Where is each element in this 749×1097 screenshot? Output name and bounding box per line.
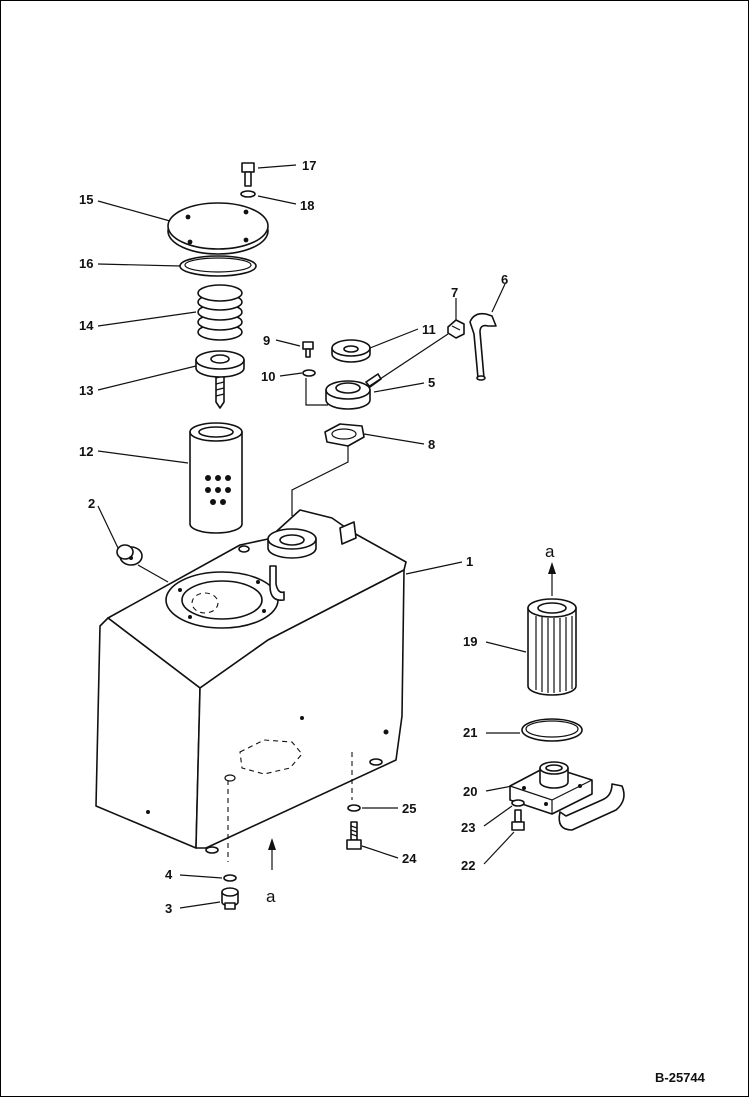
part-2-plug[interactable] [116,544,143,566]
part-3-drain-plug[interactable] [221,887,239,910]
part-14-spring[interactable] [197,284,243,341]
part-1-hydraulic-tank[interactable] [95,509,407,862]
part-8-gasket[interactable] [324,423,365,447]
callout-5: 5 [428,375,435,390]
part-18-washer[interactable] [240,190,256,198]
part-12-filter-element[interactable] [189,422,243,534]
part-21-o-ring[interactable] [521,718,583,742]
part-10-washer[interactable] [302,369,316,377]
svg-text:a: a [545,542,555,561]
view-a-arrow-top: a [545,542,556,596]
part-16-o-ring[interactable] [179,255,257,277]
view-a-arrow-bottom: a [266,838,276,906]
callout-23: 23 [461,820,475,835]
callout-1: 1 [466,554,473,569]
part-24-bolt[interactable] [346,821,362,850]
callout-16: 16 [79,256,93,271]
part-7-clip[interactable] [447,319,465,339]
part-17-bolt[interactable] [241,162,255,187]
part-23-washer[interactable] [511,799,525,807]
callout-13: 13 [79,383,93,398]
leader-lines [97,164,527,909]
callout-3: 3 [165,901,172,916]
callout-2: 2 [88,496,95,511]
assembly-guide-lines [291,333,449,516]
callout-9: 9 [263,333,270,348]
callout-12: 12 [79,444,93,459]
callout-19: 19 [463,634,477,649]
callout-7: 7 [451,285,458,300]
part-5-breather-flange[interactable] [325,373,382,410]
part-6-hose[interactable] [469,312,497,381]
callout-22: 22 [461,858,475,873]
callout-21: 21 [463,725,477,740]
part-25-washer[interactable] [347,804,361,812]
part-9-bolt[interactable] [302,341,314,358]
figure-reference-code: B-25744 [655,1070,706,1085]
callout-14: 14 [79,318,94,333]
part-19-strainer[interactable] [527,598,577,696]
callout-15: 15 [79,192,93,207]
callout-labels: 17 18 15 16 14 13 12 2 9 10 11 7 6 5 8 1… [79,158,508,916]
callout-17: 17 [302,158,316,173]
callout-11: 11 [422,322,436,337]
callout-18: 18 [300,198,314,213]
svg-text:a: a [266,887,276,906]
callout-8: 8 [428,437,435,452]
part-11-cap[interactable] [331,339,371,363]
part-22-bolt[interactable] [511,809,525,831]
callout-20: 20 [463,784,477,799]
callout-4: 4 [165,867,173,882]
callout-10: 10 [261,369,275,384]
part-4-o-ring[interactable] [223,874,237,882]
callout-6: 6 [501,272,508,287]
part-13-valve-assembly[interactable] [195,350,245,409]
part-15-cover[interactable] [167,202,269,255]
callout-24: 24 [402,851,417,866]
part-20-suction-pipe[interactable] [509,761,625,831]
callout-25: 25 [402,801,416,816]
